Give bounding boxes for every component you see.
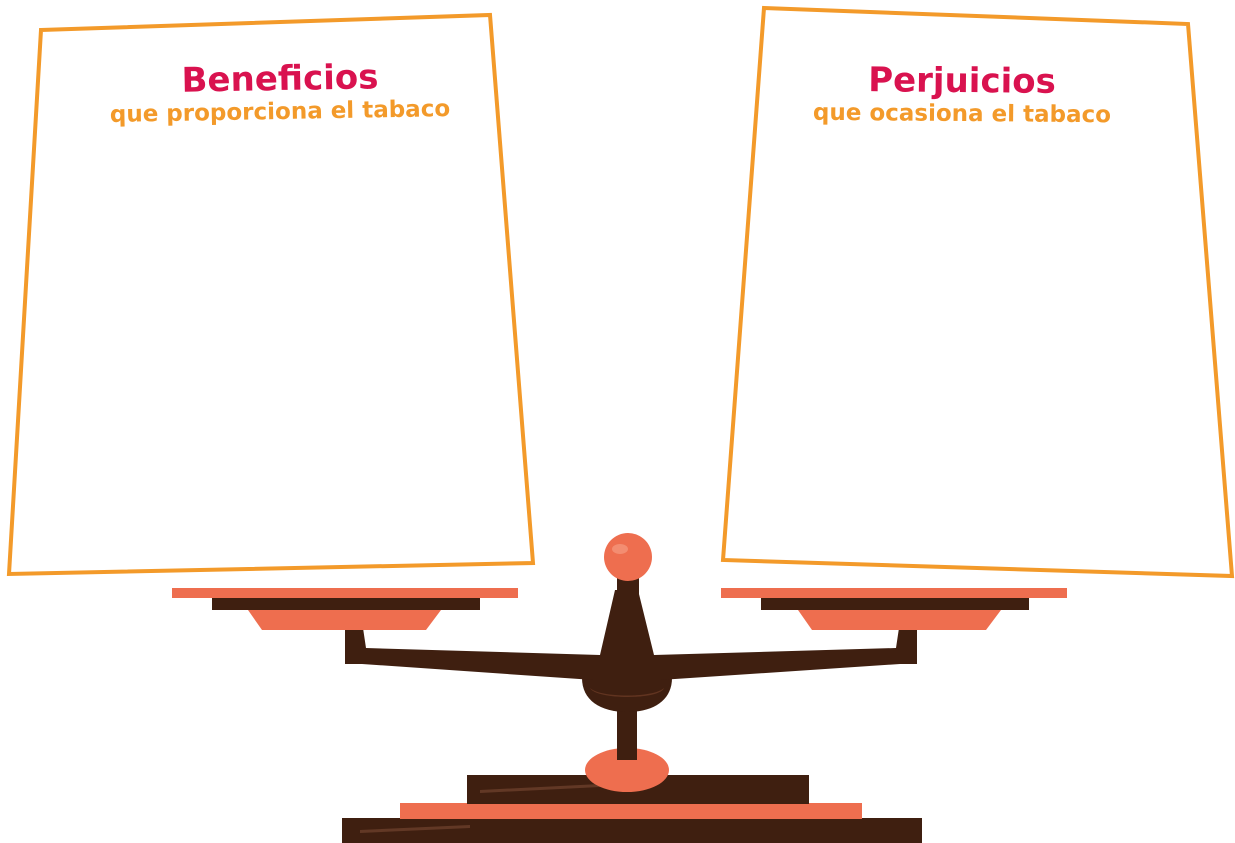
base-knob [585,748,669,792]
right-pan [721,588,1067,630]
right-panel-title: Perjuicios [867,60,1056,102]
right-panel-subtitle: que ocasiona el tabaco [812,99,1112,129]
scale-beam [345,590,917,680]
left-paper [6,12,536,577]
left-pan [172,588,518,630]
scale-column [617,700,637,760]
top-knob [604,533,652,581]
scale-body [582,678,672,712]
right-paper [720,5,1235,579]
